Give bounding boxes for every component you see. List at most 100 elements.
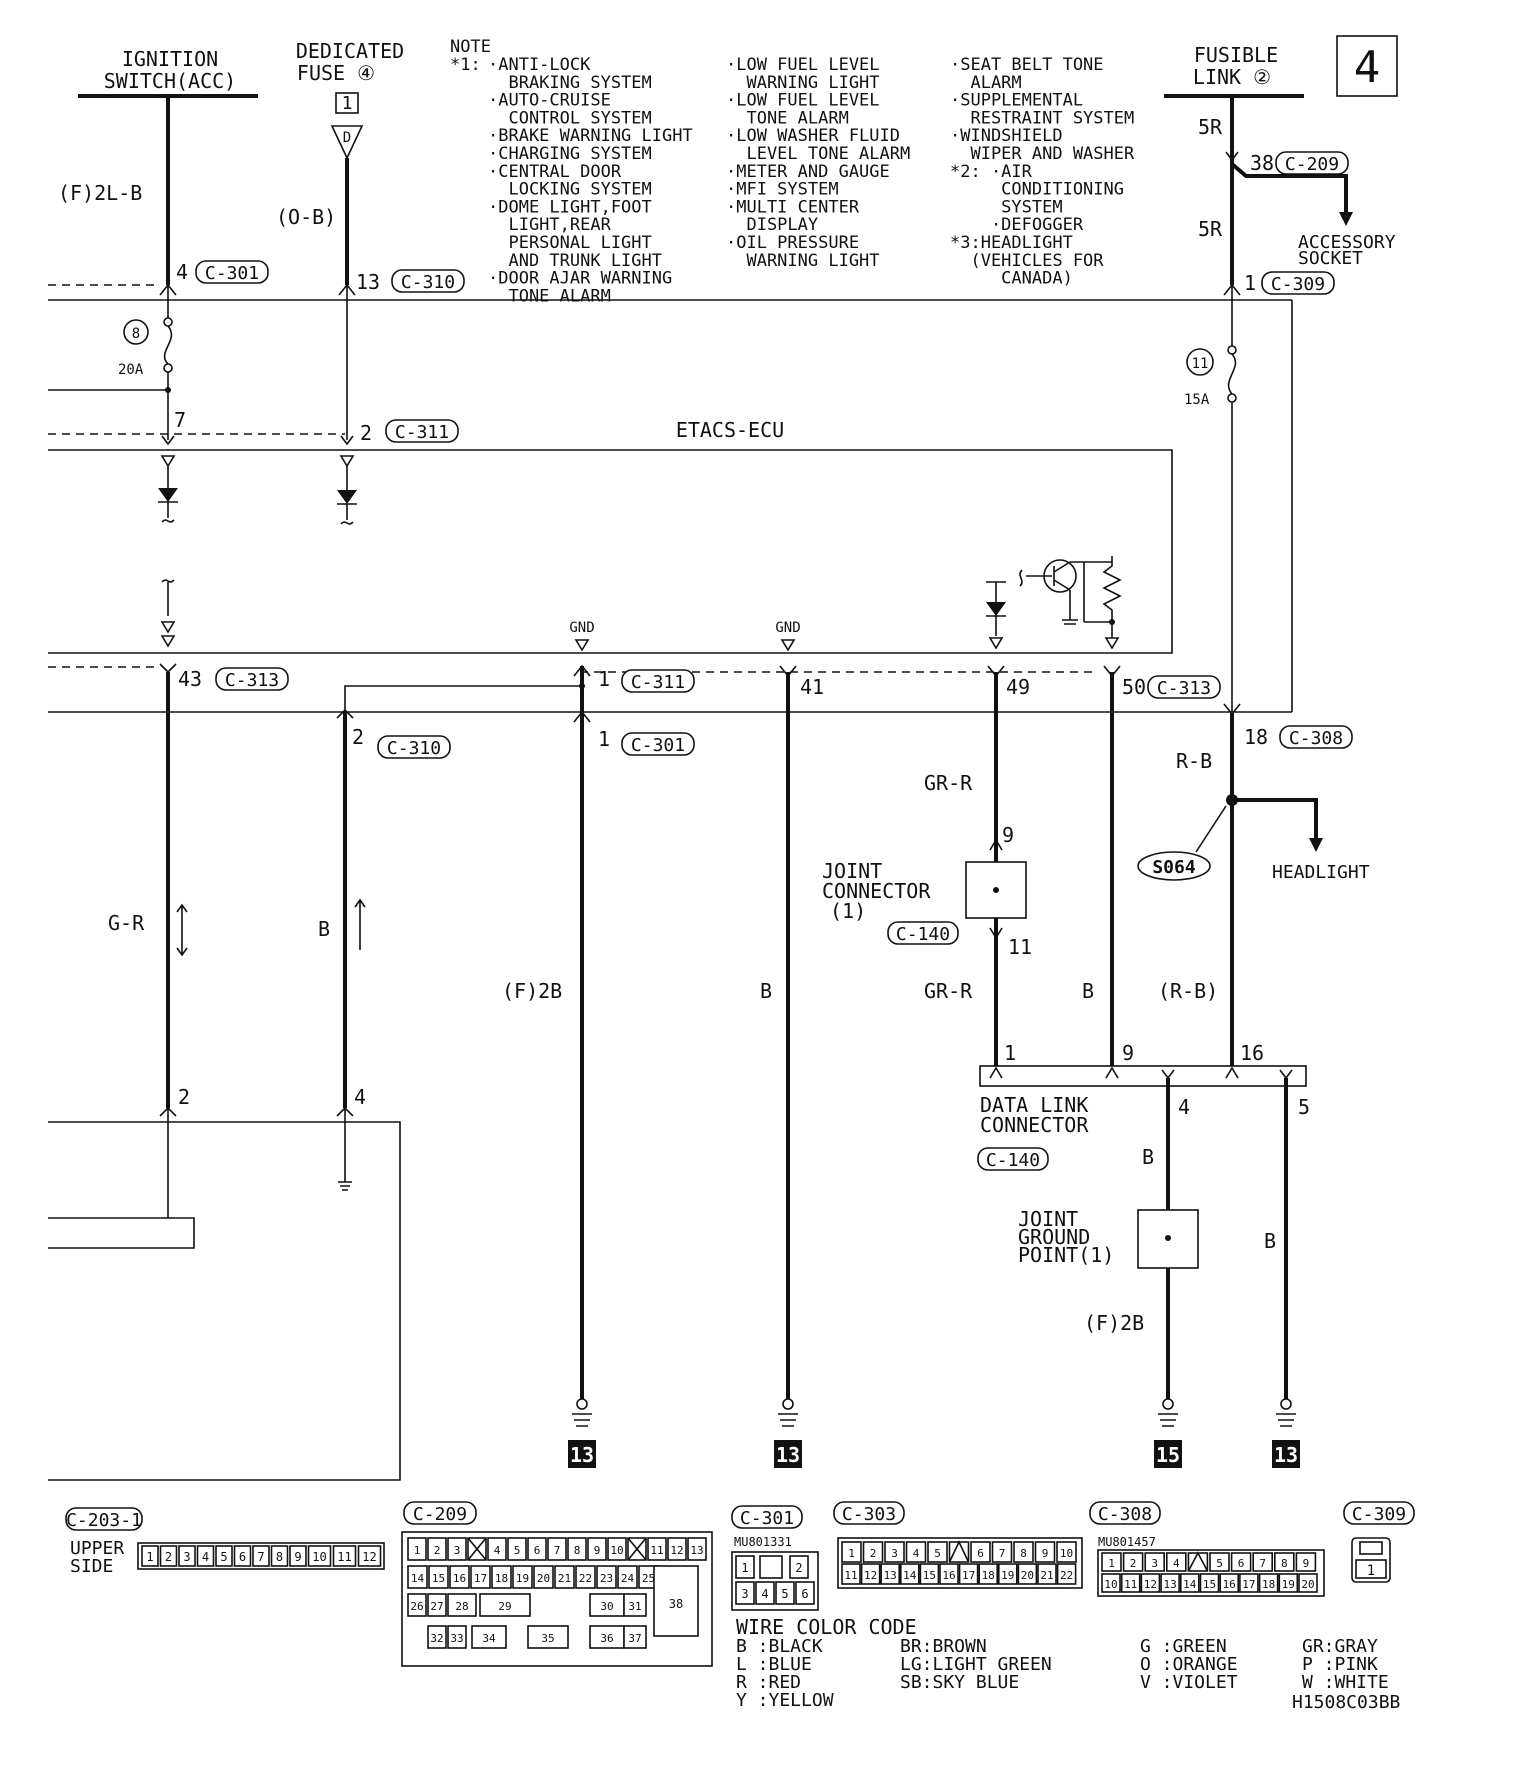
note-line: ·BRAKE WARNING LIGHT <box>488 126 693 146</box>
connector-pin <box>1056 1541 1077 1563</box>
connector-pin <box>905 1541 927 1563</box>
svg-text:NOTE: NOTE <box>450 37 491 57</box>
headlight-arrow <box>1309 838 1323 852</box>
wire-label-b4: B <box>1142 1145 1154 1169</box>
connector-pin <box>270 1545 289 1567</box>
terminal-arrow <box>989 927 1003 940</box>
connector-pin <box>575 1565 596 1589</box>
connector-pin-label: 14 <box>1183 1578 1197 1591</box>
connector-tag-c308 <box>1279 725 1353 749</box>
wire-label-rb: R-B <box>1176 749 1212 773</box>
connector-pin <box>252 1545 270 1567</box>
connector-pin-label: 4 <box>1173 1557 1180 1570</box>
connector-pin-label: 2 <box>870 1547 877 1560</box>
connector-pin-label: 15 <box>923 1569 936 1582</box>
note-line: PERSONAL LIGHT <box>488 233 652 253</box>
connector-pin-label: 1 <box>848 1547 855 1560</box>
connector-pin <box>841 1563 861 1585</box>
wire-label-f2lb: (F)2L-B <box>58 181 142 205</box>
svg-text:UPPER: UPPER <box>70 1538 124 1559</box>
pin-label: 2 <box>352 725 364 749</box>
svg-text:ACCESSORY: ACCESSORY <box>1298 232 1396 253</box>
connector-pin-label: 31 <box>628 1600 641 1613</box>
connector-pin-label: 3 <box>183 1550 190 1564</box>
connector-pin <box>1034 1541 1056 1563</box>
etacs-ecu-label: ETACS-ECU <box>676 418 784 442</box>
connector-pin <box>1166 1552 1187 1572</box>
connector-tag-c140b <box>977 1147 1049 1171</box>
connector-pin <box>533 1565 554 1589</box>
svg-text:CONNECTOR: CONNECTOR <box>980 1113 1089 1137</box>
connector-pin-label: 7 <box>999 1547 1006 1560</box>
connector-pin <box>1101 1573 1121 1593</box>
wire-color-entry: GR:GRAY <box>1302 1636 1378 1657</box>
connector-pin-label: 12 <box>864 1569 877 1582</box>
svg-text:C-308: C-308 <box>1289 728 1343 749</box>
connector-pin <box>1120 1573 1141 1593</box>
connector-pin <box>1295 1552 1317 1572</box>
terminal-arrow <box>1225 1066 1239 1079</box>
junction-dot <box>579 683 585 689</box>
note-line: WARNING LIGHT <box>726 73 880 93</box>
connector-pin-label: 7 <box>257 1550 264 1564</box>
connector-pin-label: 21 <box>558 1572 571 1585</box>
connector-pin <box>427 1537 447 1561</box>
note-line: BRAKING SYSTEM <box>488 73 652 93</box>
note-line: LIGHT,REAR <box>488 215 612 235</box>
connector-pin <box>428 1565 449 1589</box>
svg-text:MU801331: MU801331 <box>734 1535 792 1549</box>
connector-pin-label: 8 <box>574 1544 581 1557</box>
fuse-terminal <box>1227 345 1237 355</box>
terminal-arrow <box>336 708 354 719</box>
ground-icon <box>778 1413 798 1427</box>
connector-pin <box>958 1563 979 1585</box>
connector-pin <box>1013 1541 1034 1563</box>
connector-pin <box>970 1541 991 1563</box>
connector-pin-label: 3 <box>741 1587 748 1601</box>
connector-pin-label: 28 <box>455 1600 468 1613</box>
wire-label-f2b1: (F)2B <box>502 979 562 1003</box>
gnd-label: GND <box>775 620 800 636</box>
note-line: ·LOW FUEL LEVEL <box>726 91 880 111</box>
ground-point-badge <box>774 1440 802 1468</box>
connector-pin-label: 20 <box>537 1572 550 1585</box>
fuse-8-symbol <box>163 325 173 365</box>
svg-text:C-303: C-303 <box>842 1504 896 1525</box>
pin-label: 38 <box>1250 151 1274 175</box>
wire-label-b5: B <box>1264 1229 1276 1253</box>
connector-pin <box>407 1565 428 1589</box>
pin-label: 9 <box>1122 1041 1134 1065</box>
connector-tag-c309 <box>1261 271 1335 295</box>
connector-pin-label: 2 <box>434 1544 441 1557</box>
junction-dot <box>1109 619 1115 625</box>
headlight-label: HEADLIGHT <box>1272 862 1370 883</box>
connector-pin <box>939 1563 959 1585</box>
connector-pin-label: 17 <box>1242 1578 1255 1591</box>
connector-pin <box>1199 1573 1220 1593</box>
connector-pin <box>527 1537 547 1561</box>
connector-pin <box>775 1581 795 1605</box>
note-line: *3:HEADLIGHT <box>950 233 1073 253</box>
connector-pin <box>1144 1552 1165 1572</box>
connector-pin-label: 27 <box>430 1600 443 1613</box>
wire-label-b2: B <box>760 979 772 1003</box>
connector-pin-label: 12 <box>362 1550 376 1564</box>
connector-pin <box>978 1563 999 1585</box>
wire-accessory-branch <box>1230 162 1348 216</box>
connector-pin-label: 7 <box>1259 1557 1266 1570</box>
note-line: WARNING LIGHT <box>726 251 880 271</box>
connector-pin-label: 16 <box>1223 1578 1236 1591</box>
connector-pin-label: 1 <box>414 1544 421 1557</box>
pin-label: 4 <box>176 260 188 284</box>
connector-pin-label: 10 <box>1060 1547 1073 1560</box>
ground-point-badge <box>568 1440 596 1468</box>
pin-label: 7 <box>174 408 186 432</box>
connector-triangle <box>574 639 590 652</box>
splice-label: S064 <box>1152 857 1196 878</box>
data-link-connector-box <box>979 1065 1307 1087</box>
note-line: ·MFI SYSTEM <box>726 180 839 200</box>
diode-icon <box>337 490 357 504</box>
connector-pin <box>141 1545 159 1567</box>
